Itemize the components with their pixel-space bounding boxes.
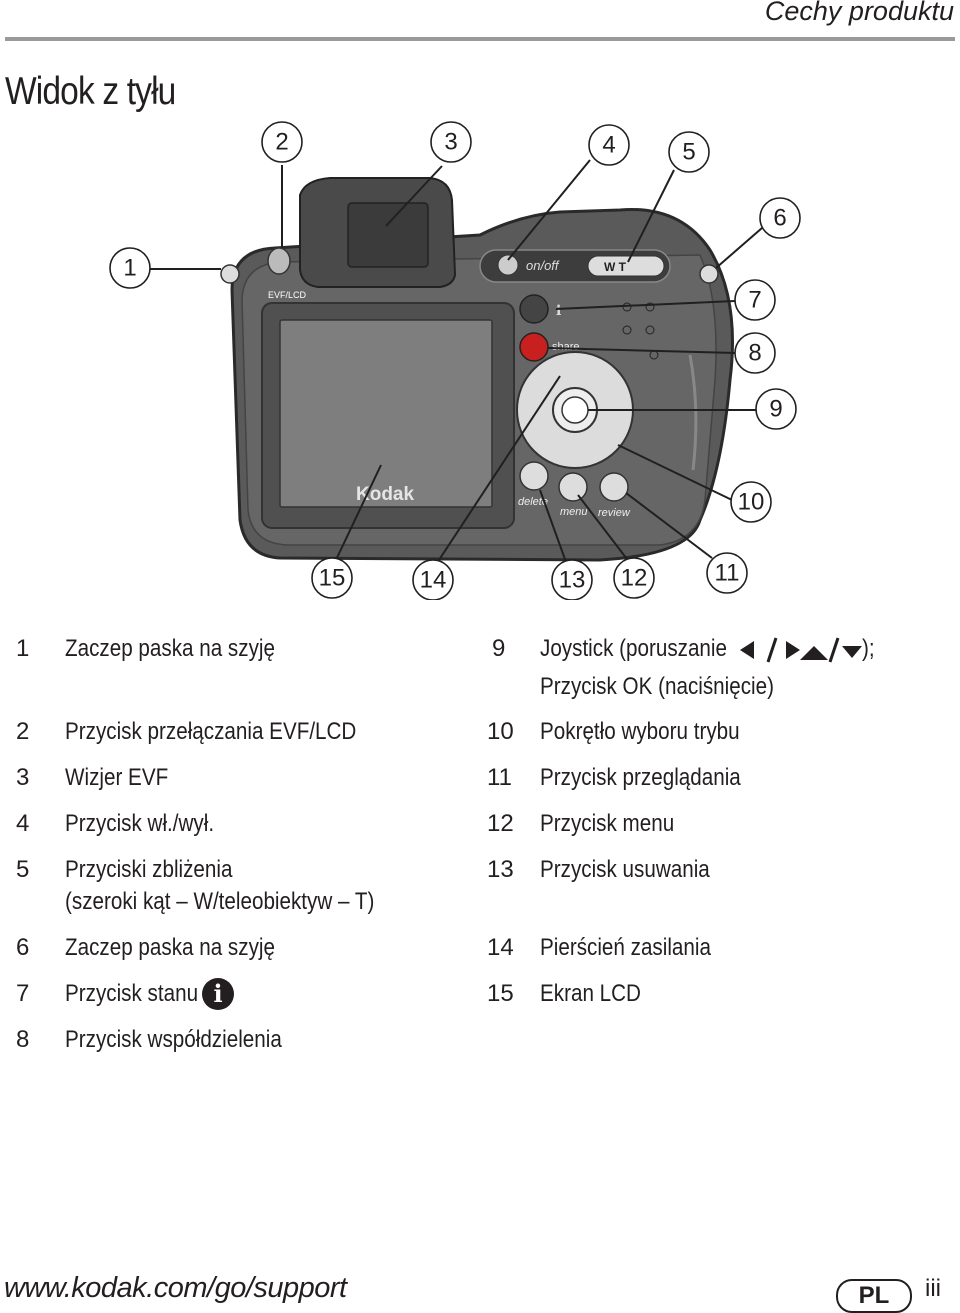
legend-num: 8: [16, 1026, 30, 1053]
callout-15: 15: [311, 557, 353, 599]
svg-text:1: 1: [123, 255, 136, 282]
legend-label: Joystick (poruszanie: [540, 635, 727, 662]
legend-label-line2: (szeroki kąt – W/teleobiektyw – T): [65, 888, 375, 915]
callout-13: 13: [551, 559, 593, 600]
support-url[interactable]: www.kodak.com/go/support: [4, 1272, 347, 1304]
legend-num: 4: [16, 810, 30, 837]
svg-text:6: 6: [773, 205, 786, 232]
delete-button: [519, 461, 549, 491]
camera-back-figure: EVF/LCD Kodak on/off W T i share delete …: [109, 121, 801, 600]
svg-text:3: 3: [444, 129, 457, 156]
legend-label: Przycisk przeglądania: [540, 764, 741, 791]
svg-text:8: 8: [748, 340, 761, 367]
legend-label: Przycisk stanu: [65, 980, 199, 1007]
header-rule: [5, 37, 955, 41]
callout-14: 14: [412, 559, 454, 600]
brand-logo: Kodak: [356, 484, 415, 505]
section-title: Cechy produktu: [764, 0, 954, 26]
legend-num: 10: [487, 718, 514, 745]
legend-num: 2: [16, 718, 30, 745]
svg-text:7: 7: [748, 287, 761, 314]
joystick-arrows-icon: [740, 637, 862, 663]
onoff-text: on/off: [526, 258, 560, 273]
legend-label: Przycisk wł./wył.: [65, 810, 215, 837]
legend-label: Przycisk współdzielenia: [65, 1026, 282, 1053]
svg-text:13: 13: [559, 567, 586, 594]
svg-text:4: 4: [602, 132, 615, 159]
legend-num: 9: [492, 635, 506, 662]
review-button: [599, 472, 629, 502]
legend-num: 14: [487, 934, 514, 961]
page-title: Widok z tyłu: [5, 70, 176, 113]
legend-num: 13: [487, 856, 514, 883]
legend-num: 12: [487, 810, 514, 837]
callout-3: 3: [430, 121, 472, 163]
legend-num: 6: [16, 934, 30, 961]
callout-10: 10: [730, 481, 772, 523]
callout-8: 8: [734, 332, 776, 374]
review-text: review: [598, 507, 631, 519]
svg-text:9: 9: [769, 396, 782, 423]
strap-eyelet-right: [699, 264, 719, 284]
legend-label: Zaczep paska na szyję: [65, 635, 275, 662]
menu-button: [558, 472, 588, 502]
legend-label: Pierścień zasilania: [540, 934, 711, 961]
legend-label: Przycisk usuwania: [540, 856, 710, 883]
legend-num: 3: [16, 764, 30, 791]
info-button: [519, 294, 549, 324]
evf-lcd-button: [267, 247, 291, 275]
legend-label-end: );: [862, 635, 875, 662]
callout-4: 4: [588, 124, 630, 166]
legend-num: 1: [16, 635, 30, 662]
legend-label: Ekran LCD: [540, 980, 641, 1007]
svg-text:15: 15: [319, 565, 346, 592]
legend-label: Zaczep paska na szyję: [65, 934, 275, 961]
lcd-screen: [279, 319, 493, 508]
share-button: [519, 332, 549, 362]
info-icon: i: [202, 978, 234, 1010]
callout-2: 2: [261, 121, 303, 163]
svg-text:14: 14: [420, 567, 447, 594]
legend-label: Pokrętło wyboru trybu: [540, 718, 740, 745]
svg-text:11: 11: [715, 560, 740, 587]
zoom-text: W T: [604, 260, 627, 274]
legend-num: 7: [16, 980, 30, 1007]
svg-text:i: i: [556, 303, 561, 319]
legend-label: Przycisk menu: [540, 810, 675, 837]
legend-num: 5: [16, 856, 30, 883]
callout-7: 7: [734, 279, 776, 321]
legend-label: Wizjer EVF: [65, 764, 169, 791]
callout-11: 11: [706, 552, 748, 594]
callout-1: 1: [109, 247, 151, 289]
svg-text:5: 5: [682, 139, 695, 166]
legend-num: 11: [487, 764, 512, 791]
evf-lcd-text: EVF/LCD: [268, 290, 307, 300]
legend-label-line2: Przycisk OK (naciśnięcie): [540, 673, 774, 700]
delete-text: delete: [518, 496, 548, 508]
callout-6: 6: [759, 197, 801, 239]
legend-num: 15: [487, 980, 514, 1007]
svg-text:12: 12: [621, 565, 648, 592]
callout-12: 12: [613, 557, 655, 599]
callout-5: 5: [668, 131, 710, 173]
legend-label: Przyciski zbliżenia: [65, 856, 233, 883]
callout-9: 9: [755, 388, 797, 430]
zoom-lever: [587, 255, 665, 277]
share-text: share: [552, 341, 580, 353]
language-badge: PL: [836, 1279, 912, 1313]
legend-label: Przycisk przełączania EVF/LCD: [65, 718, 357, 745]
evf-window: [347, 202, 429, 268]
menu-text: menu: [560, 506, 588, 518]
page-number: iii: [925, 1275, 941, 1302]
svg-text:10: 10: [738, 489, 765, 516]
strap-eyelet-left: [220, 264, 240, 284]
svg-text:2: 2: [275, 129, 288, 156]
